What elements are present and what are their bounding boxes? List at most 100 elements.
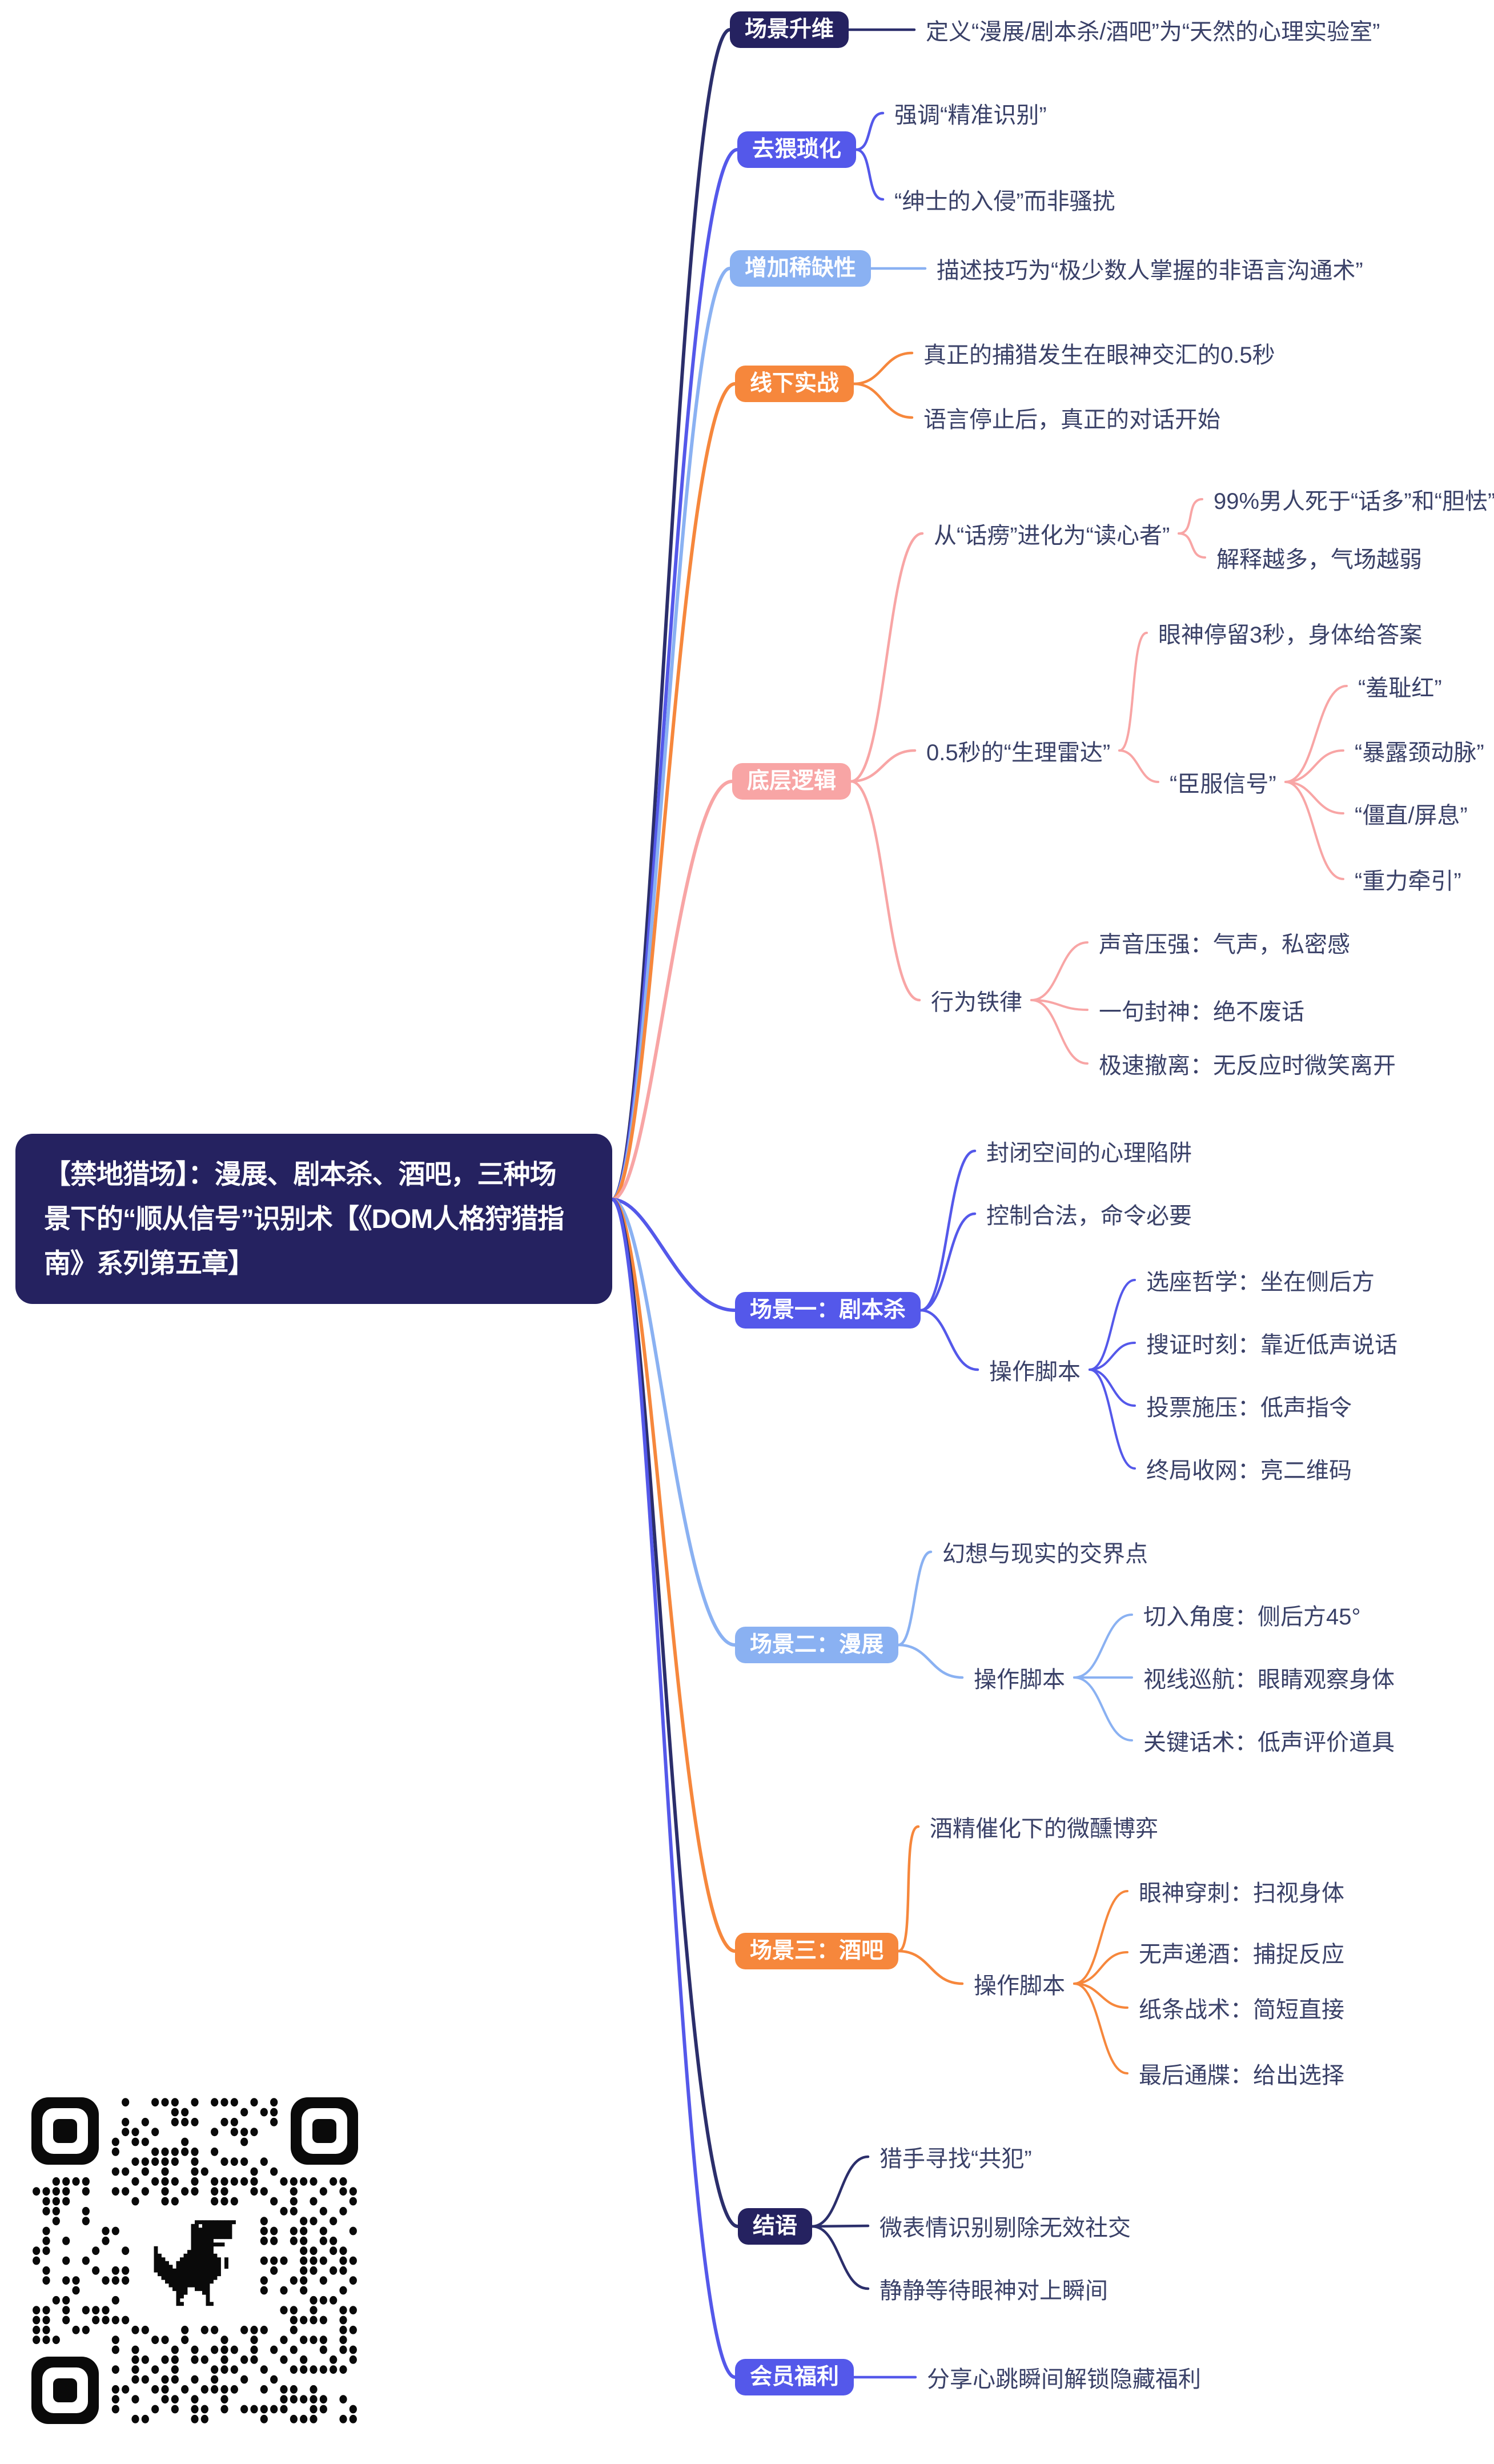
branch-de-sleaze[interactable]: 去猥琐化	[737, 131, 857, 168]
connector	[1073, 1983, 1128, 2074]
topic-text[interactable]: 最后通牒：给出选择	[1139, 2063, 1344, 2088]
central-topic[interactable]: 【禁地猎场】：漫展、剧本杀、酒吧，三种场 景下的“顺从信号”识别术【《DOM人格…	[15, 1134, 612, 1304]
topic-text[interactable]: 选座哲学：坐在侧后方	[1146, 1270, 1375, 1295]
topic-text[interactable]: 切入角度：侧后方45°	[1143, 1604, 1361, 1630]
connector	[897, 1949, 964, 1985]
topic-text[interactable]: 分享心跳瞬间解锁隐藏福利	[927, 2367, 1201, 2392]
topic-text[interactable]: 封闭空间的心理陷阱	[986, 1141, 1192, 1166]
topic-text[interactable]: 解释越多，气场越弱	[1216, 547, 1422, 572]
qr-module-dot	[42, 2246, 50, 2256]
branch-scene3-bar[interactable]: 场景三：酒吧	[735, 1933, 899, 1969]
qr-module-dot	[171, 2157, 179, 2166]
qr-module-dot	[161, 2147, 169, 2156]
qr-module-dot	[42, 2206, 50, 2216]
branch-conclusion[interactable]: 结语	[738, 2208, 813, 2245]
qr-module-dot	[82, 2187, 90, 2196]
topic-text[interactable]: 猎手寻找“共犯”	[879, 2146, 1032, 2172]
topic-text[interactable]: 定义“漫展/剧本杀/酒吧”为“天然的心理实验室”	[926, 19, 1380, 45]
branch-core-logic[interactable]: 底层逻辑	[732, 763, 852, 800]
topic-text[interactable]: 操作脚本	[974, 1667, 1065, 1692]
qr-module-dot	[270, 2197, 278, 2206]
qr-module-dot	[339, 2246, 347, 2256]
branch-scene2-comic-con[interactable]: 场景二：漫展	[735, 1627, 899, 1663]
connector	[1284, 685, 1348, 783]
qr-module-dot	[310, 2296, 318, 2305]
qr-module-dot	[72, 2325, 80, 2334]
qr-module-dot	[310, 2197, 318, 2206]
qr-module-dot	[82, 2177, 90, 2186]
topic-text[interactable]: “僵直/屏息”	[1355, 803, 1468, 828]
connector	[611, 1198, 740, 2228]
topic-text[interactable]: “重力牵引”	[1355, 869, 1461, 894]
topic-text[interactable]: 酒精催化下的微醺博弈	[930, 1816, 1158, 1841]
qr-module-dot	[349, 2355, 357, 2364]
topic-text[interactable]: 一句封神：绝不废话	[1099, 1000, 1304, 1025]
topic-text[interactable]: 微表情识别剔除无效社交	[879, 2216, 1131, 2241]
qr-module-dot	[230, 2345, 238, 2354]
qr-module-dot	[270, 2266, 278, 2275]
topic-text[interactable]: 操作脚本	[974, 1973, 1065, 1999]
qr-module-dot	[181, 2117, 189, 2126]
qr-module-dot	[310, 2177, 318, 2186]
topic-text[interactable]: 纸条战术：简短直接	[1139, 1997, 1344, 2022]
topic-text[interactable]: 无声递酒：捕捉反应	[1139, 1942, 1344, 1967]
connector	[611, 148, 739, 1201]
qr-module-dot	[319, 2187, 327, 2196]
qr-module-dot	[230, 2117, 238, 2126]
topic-text[interactable]: 搜证时刻：靠近低声说话	[1146, 1333, 1397, 1358]
connector	[1284, 781, 1344, 814]
topic-text[interactable]: 描述技巧为“极少数人掌握的非语言沟通术”	[937, 258, 1363, 283]
topic-text[interactable]: 从“话痨”进化为“读心者”	[934, 523, 1170, 548]
topic-text[interactable]: “臣服信号”	[1170, 772, 1276, 797]
qr-module-dot	[161, 2197, 169, 2206]
qr-module-dot	[280, 2206, 288, 2216]
topic-text[interactable]: 终局收网：亮二维码	[1146, 1458, 1352, 1483]
qr-module-dot	[131, 2137, 139, 2146]
topic-text[interactable]: 操作脚本	[989, 1359, 1081, 1385]
topic-text[interactable]: 0.5秒的“生理雷达”	[926, 740, 1111, 765]
qr-module-dot	[92, 2266, 100, 2275]
qr-module-dot	[33, 2246, 41, 2256]
qr-module-dot	[290, 2315, 298, 2325]
qr-module-dot	[230, 2128, 238, 2137]
branch-scene1-script-murder[interactable]: 场景一：剧本杀	[735, 1292, 921, 1329]
topic-text[interactable]: 行为铁律	[931, 990, 1022, 1015]
topic-text[interactable]: 视线巡航：眼睛观察身体	[1143, 1667, 1395, 1692]
branch-offline-practice[interactable]: 线下实战	[735, 366, 854, 402]
topic-text[interactable]: 眼神停留3秒，身体给答案	[1158, 623, 1423, 648]
qr-module-dot	[240, 2157, 248, 2166]
topic-text[interactable]: 强调“精准识别”	[894, 103, 1047, 128]
topic-text[interactable]: 真正的捕猎发生在眼神交汇的0.5秒	[923, 343, 1275, 368]
topic-text[interactable]: 声音压强：气声，私密感	[1099, 932, 1350, 957]
topic-text[interactable]: 静静等待眼神对上瞬间	[879, 2278, 1108, 2304]
qr-module-dot	[200, 2325, 208, 2334]
topic-text[interactable]: “暴露颈动脉”	[1355, 740, 1484, 765]
topic-text[interactable]: 极速撤离：无反应时微笑离开	[1099, 1053, 1396, 1078]
connector	[810, 2225, 870, 2290]
branch-add-scarcity[interactable]: 增加稀缺性	[730, 250, 871, 287]
topic-text[interactable]: 幻想与现实的交界点	[942, 1542, 1148, 1567]
topic-text[interactable]: 眼神穿刺：扫视身体	[1139, 1881, 1344, 1906]
qr-module-dot	[111, 2137, 119, 2146]
topic-text[interactable]: 关键话术：低声评价道具	[1143, 1730, 1395, 1755]
branch-member-benefits[interactable]: 会员福利	[735, 2359, 854, 2395]
qr-module-dot	[330, 2365, 338, 2374]
qr-module-dot	[92, 2315, 100, 2325]
qr-module-dot	[270, 2256, 278, 2265]
topic-text[interactable]: 投票施压：低声指令	[1146, 1395, 1352, 1420]
qr-module-dot	[330, 2266, 338, 2275]
qr-module-dot	[111, 2147, 119, 2156]
topic-text[interactable]: “羞耻红”	[1358, 676, 1442, 701]
qr-module-dot	[220, 2405, 228, 2414]
topic-text[interactable]: 99%男人死于“话多”和“胆怯”	[1214, 489, 1494, 514]
connector	[919, 1212, 977, 1312]
branch-scene-upgrade[interactable]: 场景升维	[730, 11, 849, 48]
topic-text[interactable]: 语言停止后，真正的对话开始	[923, 407, 1220, 432]
topic-text[interactable]: “绅士的入侵”而非骚扰	[894, 189, 1115, 214]
qr-module-dot	[92, 2306, 100, 2315]
topic-text[interactable]: 控制合法，命令必要	[986, 1203, 1192, 1229]
qr-module-dot	[260, 2108, 268, 2117]
qr-module-dot	[310, 2266, 318, 2275]
qr-module-dot	[211, 2147, 219, 2156]
